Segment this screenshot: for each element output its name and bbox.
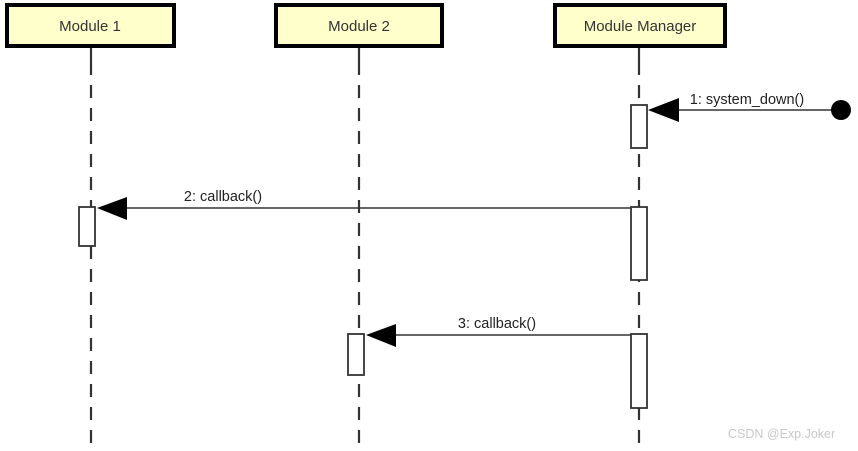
participant-box-module2[interactable] [274, 3, 444, 48]
message-3-arrowhead [366, 324, 396, 347]
participant-box-module-manager[interactable] [553, 3, 727, 48]
participant-label-module1: Module 1 [59, 18, 121, 35]
activation-bar-module-manager-1[interactable] [630, 104, 648, 149]
participant-module-manager[interactable]: Module Manager [553, 3, 727, 48]
message-1-arrowhead [648, 98, 679, 122]
participant-label-module-manager: Module Manager [584, 18, 697, 35]
participant-label-module2: Module 2 [328, 18, 390, 35]
watermark-label: CSDN @Exp.Joker [728, 427, 835, 441]
message-2-group[interactable]: 2: callback() [97, 189, 631, 220]
activation-bar-module-manager-3[interactable] [630, 333, 648, 409]
participant-module2[interactable]: Module 2 [274, 3, 444, 48]
activation-bar-module1-1[interactable] [78, 206, 96, 247]
message-2-arrowhead [97, 197, 127, 220]
message-3-label: 3: callback() [458, 316, 536, 332]
participant-module1[interactable]: Module 1 [5, 3, 176, 48]
message-1-label: 1: system_down() [690, 92, 804, 108]
lifelines-layer [89, 48, 641, 451]
activation-bar-module-manager-2[interactable] [630, 206, 648, 281]
activation-bar-module2-1[interactable] [347, 333, 365, 376]
activations-layer [78, 104, 648, 409]
message-2-label: 2: callback() [184, 189, 262, 205]
message-3-group[interactable]: 3: callback() [366, 316, 631, 347]
participant-box-module1[interactable] [5, 3, 176, 48]
message-1-group[interactable]: 1: system_down() [648, 92, 851, 122]
found-message-dot [831, 100, 851, 120]
